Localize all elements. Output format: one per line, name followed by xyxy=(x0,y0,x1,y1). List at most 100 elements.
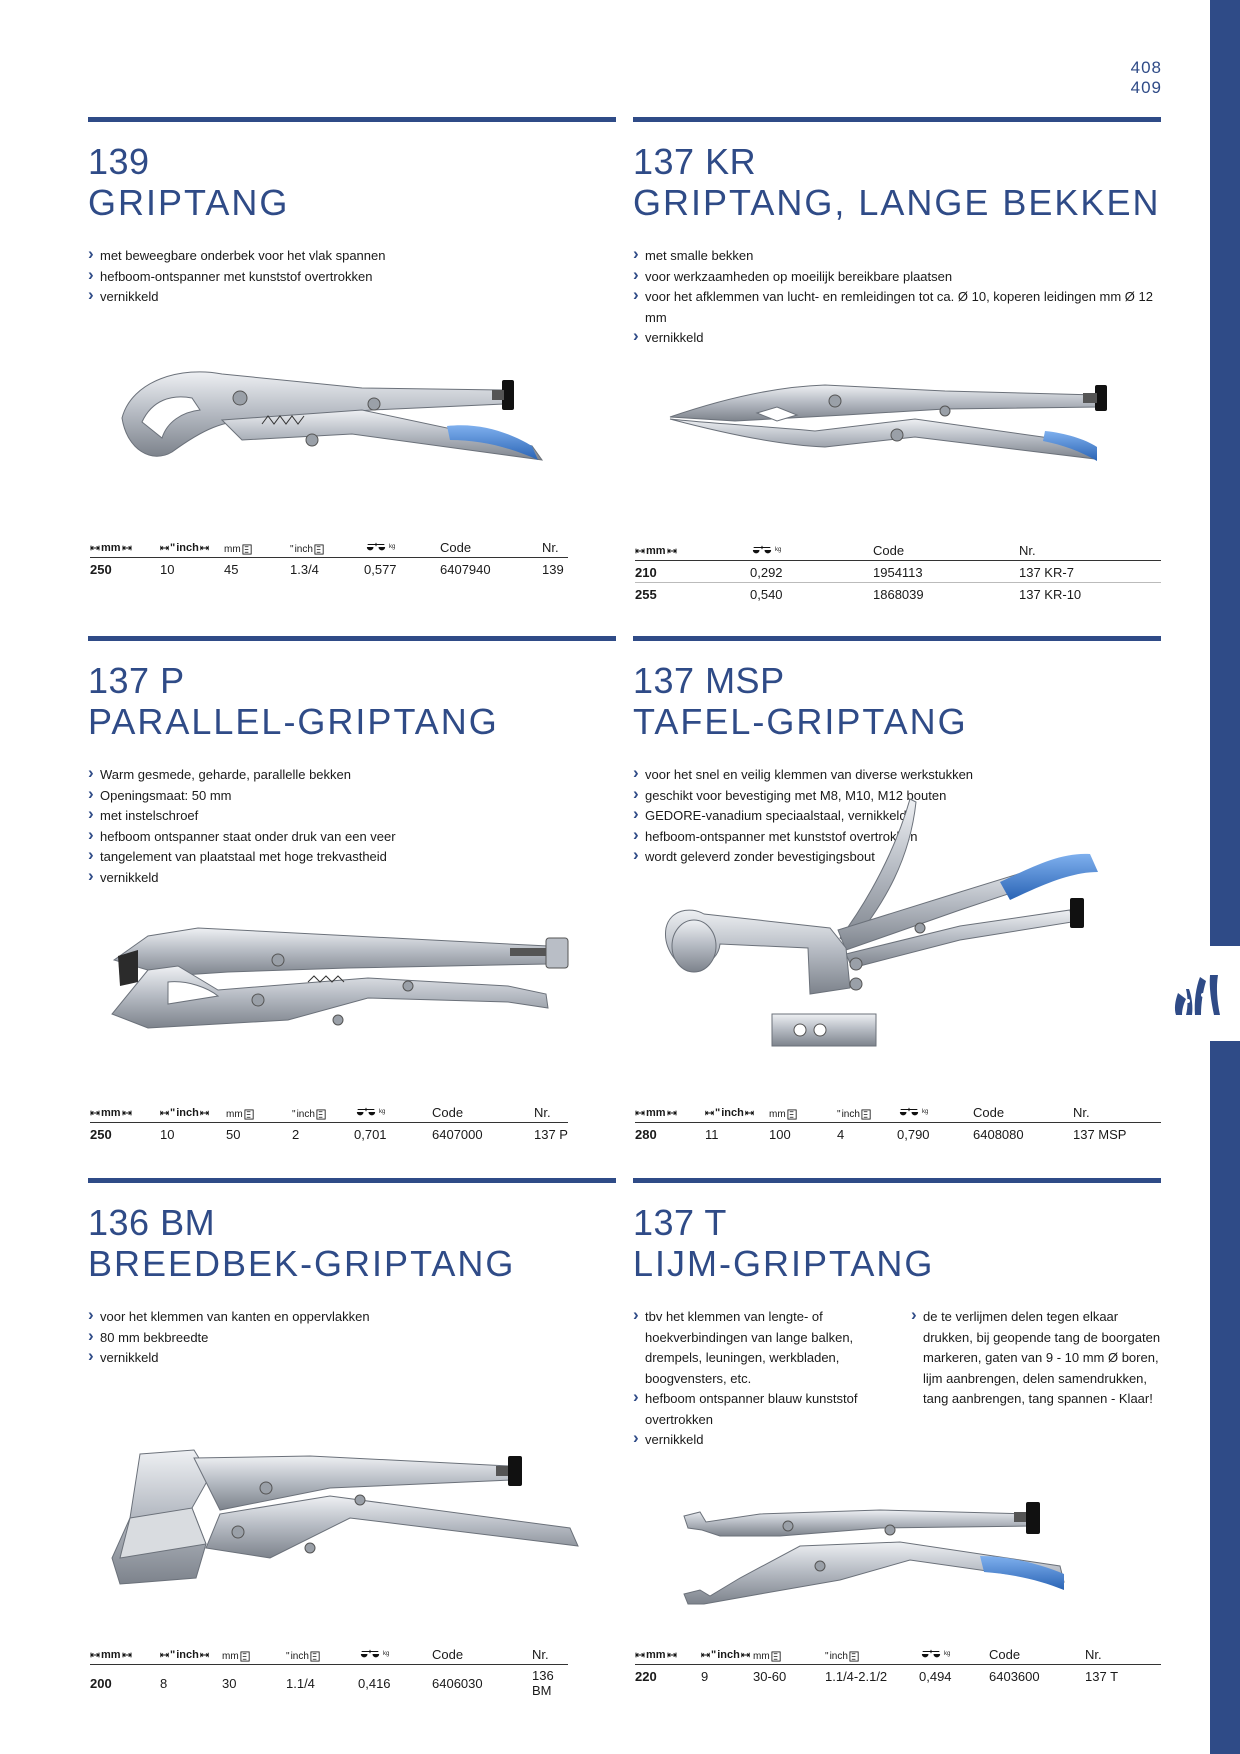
opening-inch-icon: "inch xyxy=(705,1107,754,1119)
feature-list: voor het klemmen van kanten en oppervlak… xyxy=(88,1305,616,1369)
feature-item: vernikkeld xyxy=(88,1346,616,1369)
section-137p: 137 P PARALLEL-GRIPTANG Warm gesmede, ge… xyxy=(88,636,616,888)
product-title: PARALLEL-GRIPTANG xyxy=(88,701,499,742)
length-icon: mm xyxy=(635,1649,677,1661)
page-number-left: 408 xyxy=(1130,58,1162,77)
feature-item: geschikt voor bevestiging met M8, M10, M… xyxy=(633,784,1161,807)
feature-item: vernikkeld xyxy=(633,1428,883,1451)
product-title: BREEDBEK-GRIPTANG xyxy=(88,1243,516,1284)
opening-inch-icon: "inch xyxy=(160,1649,209,1661)
product-number: 137 T xyxy=(633,1202,727,1243)
feature-item: GEDORE-vanadium speciaalstaal, vernikkel… xyxy=(633,804,1161,827)
weight-icon: kg xyxy=(354,1107,385,1117)
feature-item: hefboom-ontspanner met kunststof overtro… xyxy=(633,825,1161,848)
feature-item: hefboom ontspanner staat onder druk van … xyxy=(88,825,616,848)
weight-icon: kg xyxy=(750,545,781,555)
column-header-nr: Nr. xyxy=(1019,538,1161,561)
section-139: 139 GRIPTANG met beweegbare onderbek voo… xyxy=(88,117,616,308)
product-title: LIJM-GRIPTANG xyxy=(633,1243,935,1284)
column-header-nr: Nr. xyxy=(542,535,568,558)
table-header-row: mm "inch mm "inch kg Code Nr. xyxy=(90,1642,568,1665)
griptang-139-image xyxy=(121,371,544,461)
length-icon: mm xyxy=(90,1649,132,1661)
table-header-row: mm "inch mm "inch kg Code Nr. xyxy=(90,535,568,558)
column-header-code: Code xyxy=(432,1100,534,1123)
opening-inch-icon: "inch xyxy=(160,1107,209,1119)
feature-item: voor het klemmen van kanten en oppervlak… xyxy=(88,1305,616,1328)
feature-list: tbv het klemmen van lengte- of hoekverbi… xyxy=(633,1305,883,1451)
feature-item: met instelschroef xyxy=(88,804,616,827)
product-title: TAFEL-GRIPTANG xyxy=(633,701,968,742)
section-rule xyxy=(88,636,616,641)
jaw-inch-icon: "inch xyxy=(837,1109,872,1120)
feature-item: vernikkeld xyxy=(633,326,1161,349)
column-header-code: Code xyxy=(873,538,1019,561)
section-137msp: 137 MSP TAFEL-GRIPTANG voor het snel en … xyxy=(633,636,1161,868)
product-number: 137 MSP xyxy=(633,660,785,701)
feature-list: Warm gesmede, geharde, parallelle bekken… xyxy=(88,763,616,889)
jaw-inch-icon: "inch xyxy=(825,1651,860,1662)
column-header-code: Code xyxy=(973,1100,1073,1123)
product-number: 137 KR xyxy=(633,141,757,182)
feature-list-2: de te verlijmen delen tegen elkaar drukk… xyxy=(911,1305,1161,1451)
tafel-griptang-137msp-image xyxy=(665,798,1098,1047)
section-rule xyxy=(633,117,1161,122)
length-icon: mm xyxy=(90,542,132,554)
column-header-code: Code xyxy=(432,1642,532,1665)
length-icon: mm xyxy=(635,1107,677,1119)
section-rule xyxy=(633,1178,1161,1183)
weight-icon: kg xyxy=(358,1649,389,1659)
feature-item: de te verlijmen delen tegen elkaar drukk… xyxy=(911,1305,1161,1410)
jaw-mm-icon: mm xyxy=(224,544,253,555)
feature-list: met beweegbare onderbek voor het vlak sp… xyxy=(88,244,616,308)
column-header-nr: Nr. xyxy=(1073,1100,1161,1123)
feature-item: Openingsmaat: 50 mm xyxy=(88,784,616,807)
column-header-code: Code xyxy=(440,535,542,558)
table-header-row: mm "inch mm "inch kg Code Nr. xyxy=(635,1100,1161,1123)
jaw-mm-icon: mm xyxy=(222,1651,251,1662)
page-numbers: 408 409 xyxy=(1131,58,1162,98)
jaw-mm-icon: mm xyxy=(226,1109,255,1120)
parallel-griptang-137p-image xyxy=(111,927,569,1029)
product-title: GRIPTANG xyxy=(88,182,290,223)
jaw-inch-icon: "inch xyxy=(290,544,325,555)
feature-item: voor het afklemmen van lucht- en remleid… xyxy=(633,285,1161,328)
jaw-inch-icon: "inch xyxy=(292,1109,327,1120)
section-137t: 137 T LIJM-GRIPTANG tbv het klemmen van … xyxy=(633,1178,1161,1451)
feature-item: vernikkeld xyxy=(88,285,616,308)
feature-item: met beweegbare onderbek voor het vlak sp… xyxy=(88,244,616,267)
feature-item: tangelement van plaatstaal met hoge trek… xyxy=(88,845,616,868)
product-number: 136 BM xyxy=(88,1202,216,1243)
table-header-row: mm "inch mm "inch kg Code Nr. xyxy=(635,1642,1161,1665)
feature-item: vernikkeld xyxy=(88,866,616,889)
jaw-inch-icon: "inch xyxy=(286,1651,321,1662)
column-header-nr: Nr. xyxy=(1085,1642,1161,1665)
jaw-mm-icon: mm xyxy=(753,1651,782,1662)
section-rule xyxy=(633,636,1161,641)
section-136bm: 136 BM BREEDBEK-GRIPTANG voor het klemme… xyxy=(88,1178,616,1369)
page-number-right: 409 xyxy=(1130,78,1162,97)
feature-item: Warm gesmede, geharde, parallelle bekken xyxy=(88,763,616,786)
feature-item: voor werkzaamheden op moeilijk bereikbar… xyxy=(633,265,1161,288)
feature-item: hefboom ontspanner blauw kunststof overt… xyxy=(633,1387,883,1430)
opening-inch-icon: "inch xyxy=(160,542,209,554)
feature-list: met smalle bekken voor werkzaamheden op … xyxy=(633,244,1161,349)
side-tab-bar xyxy=(1210,0,1240,1754)
weight-icon: kg xyxy=(364,542,395,552)
feature-item: voor het snel en veilig klemmen van dive… xyxy=(633,763,1161,786)
griptang-137kr-image xyxy=(669,384,1107,461)
feature-item: tbv het klemmen van lengte- of hoekverbi… xyxy=(633,1305,883,1389)
opening-inch-icon: "inch xyxy=(701,1649,750,1661)
